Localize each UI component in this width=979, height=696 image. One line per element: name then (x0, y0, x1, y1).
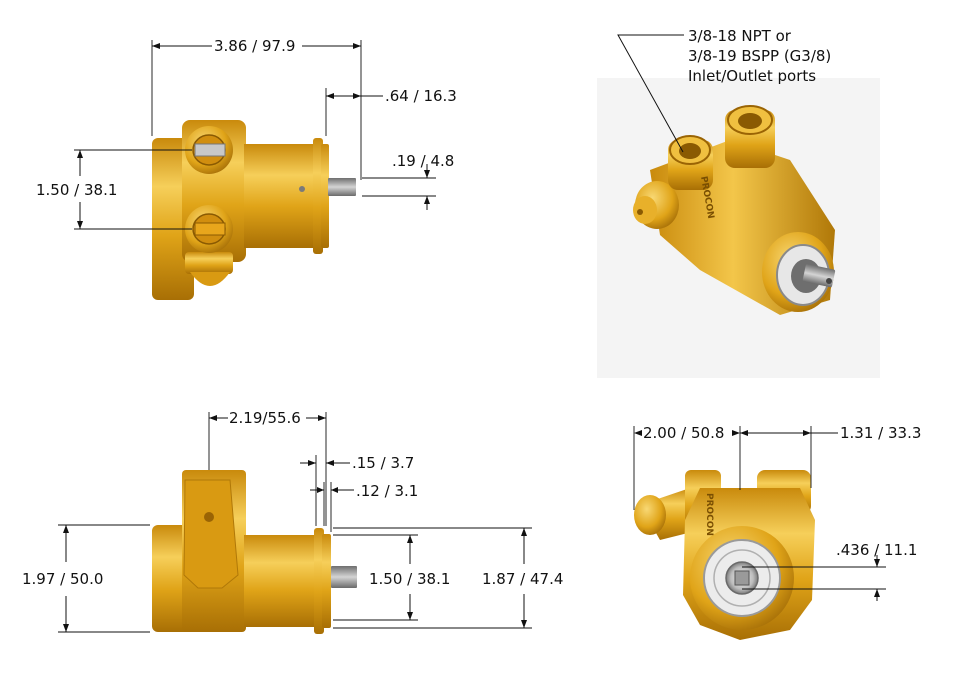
side-view: 2.19/55.6 .15 / 3.7 .12 / 3.1 1.97 / 50.… (22, 409, 563, 634)
side-view-pump (152, 470, 357, 634)
ports-note-line-1: 3/8-18 NPT or (688, 27, 792, 45)
dim-label-shaft: .19 / 4.8 (392, 152, 454, 170)
dim-label-front-shaft: .436 / 11.1 (836, 541, 917, 559)
top-port-lower (185, 205, 233, 253)
dim-arrows-front-s (874, 559, 880, 597)
iso-view: PROCON 3/8-18 NPT or 3/8-19 BSPP (G3/8) … (597, 27, 880, 378)
dim-label-front-right: 1.31 / 33.3 (840, 424, 921, 442)
iso-pump: PROCON (633, 105, 836, 315)
dim-arrows-side-b (317, 487, 338, 493)
dim-label-side-port: 2.19/55.6 (229, 409, 301, 427)
dim-arrows-port (77, 150, 83, 229)
brand-mark-front: PROCON (704, 493, 714, 536)
dim-label-port-spacing: 1.50 / 38.1 (36, 181, 117, 199)
ports-leader-line (617, 34, 684, 153)
dim-label-side-b: .12 / 3.1 (356, 482, 418, 500)
ports-note-line-2: 3/8-19 BSPP (G3/8) (688, 47, 831, 65)
dim-label-side-shaft: 1.50 / 38.1 (369, 570, 450, 588)
dim-arrows-side-a (308, 460, 334, 466)
top-port-upper (185, 126, 233, 174)
dim-label-side-height: 1.97 / 50.0 (22, 570, 103, 588)
dim-label-length: 3.86 / 97.9 (214, 37, 295, 55)
ports-note-line-3: Inlet/Outlet ports (688, 67, 816, 85)
dim-arrows-flange (326, 93, 361, 99)
dim-label-side-flange: 1.87 / 47.4 (482, 570, 563, 588)
top-view-pump (152, 120, 356, 300)
dim-label-front-left: 2.00 / 50.8 (643, 424, 724, 442)
dim-arrows-shaft (424, 170, 430, 204)
dim-label-flange: .64 / 16.3 (385, 87, 457, 105)
top-view: 3.86 / 97.9 .64 / 16.3 .19 / 4.8 1.50 / … (36, 37, 457, 300)
dim-arrows-front-right (740, 430, 811, 436)
front-view: PROCON 2.00 / 50.8 1.31 / 33.3 .436 / 11… (633, 424, 921, 640)
dim-label-side-a: .15 / 3.7 (352, 454, 414, 472)
front-view-pump: PROCON (634, 470, 815, 640)
